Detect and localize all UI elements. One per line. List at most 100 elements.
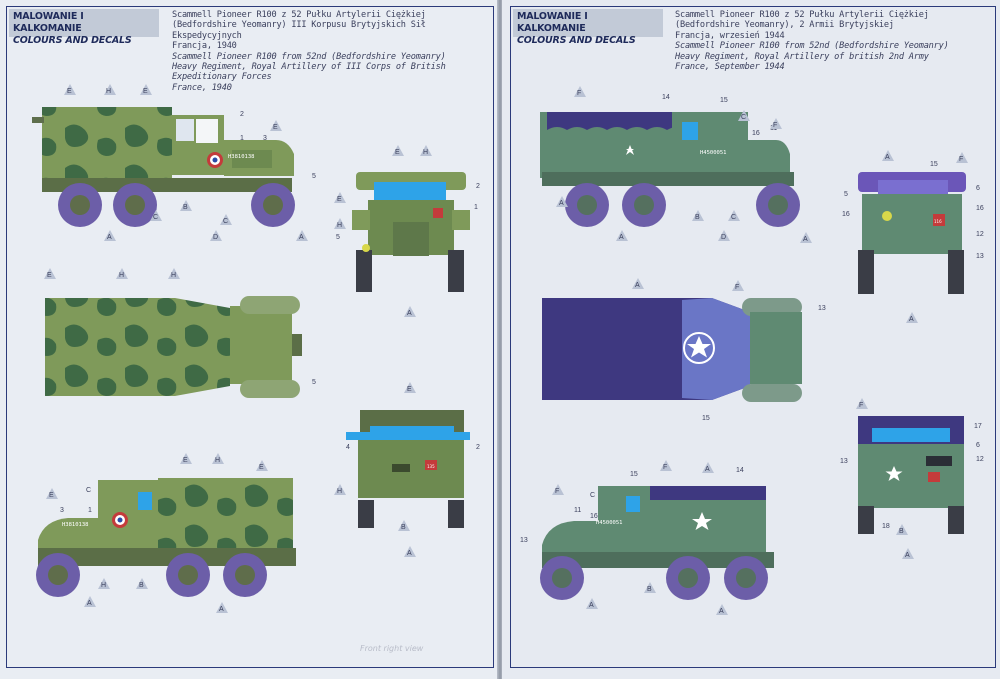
callout-15: 15 bbox=[930, 161, 938, 168]
callout-16: 16 bbox=[842, 211, 850, 218]
right-vehicle-illustrations: H4500051 116 bbox=[520, 86, 984, 615]
left-desc-pl-1: (Bedfordshire Yeomanry) III Korpusu Bryt… bbox=[172, 20, 426, 31]
right-front-plate: 116 bbox=[934, 219, 942, 224]
right-desc-en-2: France, September 1944 bbox=[675, 62, 785, 73]
left-side-view-top: H3810138 bbox=[32, 107, 295, 227]
callout-1: 1 bbox=[474, 204, 478, 211]
right-bottom-reg-number: H4500051 bbox=[596, 520, 623, 526]
callout-12: 12 bbox=[976, 456, 984, 463]
right-description: Scammell Pioneer R100 z 52 Pułku Artyler… bbox=[675, 10, 995, 72]
callout-f: F bbox=[735, 284, 739, 291]
callout-5: 5 bbox=[312, 379, 316, 386]
left-description: Scammell Pioneer R100 z 52 Pułku Artyler… bbox=[172, 10, 492, 93]
callout-b: B bbox=[899, 528, 904, 535]
callout-a: A bbox=[299, 234, 304, 241]
right-rear-view bbox=[858, 416, 964, 534]
callout-a: A bbox=[87, 600, 92, 607]
left-desc-pl-3: Francja, 1940 bbox=[172, 41, 237, 52]
right-front-view: 116 bbox=[858, 172, 966, 294]
page-fold bbox=[497, 0, 503, 679]
left-rear-plate: 135 bbox=[427, 464, 435, 469]
callout-3: 3 bbox=[263, 135, 267, 142]
right-page: MALOWANIE I KALKOMANIE COLOURS AND DECAL… bbox=[502, 0, 1000, 679]
callout-5: 5 bbox=[312, 173, 316, 180]
callout-b: B bbox=[647, 586, 652, 593]
callout-a: A bbox=[905, 552, 910, 559]
callout-f: F bbox=[959, 156, 963, 163]
callout-12: 12 bbox=[976, 231, 984, 238]
callout-2: 2 bbox=[476, 444, 480, 451]
left-header-pl: MALOWANIE I KALKOMANIE bbox=[13, 11, 84, 34]
callout-a: A bbox=[589, 602, 594, 609]
callout-h: H bbox=[119, 272, 124, 279]
right-desc-en-1: Heavy Regiment, Royal Artillery of briti… bbox=[675, 51, 929, 62]
callout-h: H bbox=[337, 488, 342, 495]
callout-h: H bbox=[423, 149, 428, 156]
callout-2: 2 bbox=[476, 183, 480, 190]
left-header-en: COLOURS AND DECALS bbox=[13, 35, 132, 46]
callout-h: H bbox=[171, 272, 176, 279]
callout-a: A bbox=[705, 466, 710, 473]
callout-e: E bbox=[183, 457, 188, 464]
callout-e: E bbox=[67, 88, 72, 95]
right-desc-pl-1: (Bedfordshire Yeomanry), 2 Armii Brytyjs… bbox=[675, 20, 894, 31]
callout-a: A bbox=[719, 608, 724, 615]
callout-13: 13 bbox=[976, 253, 984, 260]
callout-e: E bbox=[337, 196, 342, 203]
right-header-en: COLOURS AND DECALS bbox=[517, 35, 636, 46]
callout-e: E bbox=[49, 492, 54, 499]
callout-5: 5 bbox=[844, 191, 848, 198]
callout-6: 6 bbox=[976, 185, 980, 192]
callout-11: 11 bbox=[574, 507, 581, 514]
right-page-frame bbox=[510, 6, 996, 668]
left-header-box: MALOWANIE I KALKOMANIE COLOURS AND DECAL… bbox=[9, 9, 159, 46]
callout-f: F bbox=[859, 402, 863, 409]
left-desc-en-3: France, 1940 bbox=[172, 82, 232, 93]
left-top-reg-number: H3810138 bbox=[228, 154, 255, 160]
callout-15: 15 bbox=[630, 471, 638, 478]
right-side-view-top: H4500051 bbox=[540, 112, 800, 227]
callout-a: A bbox=[803, 236, 808, 243]
right-desc-pl-2: Francja, wrzesień 1944 bbox=[675, 30, 785, 41]
callout-3: 3 bbox=[60, 507, 64, 514]
callout-14: 14 bbox=[736, 467, 744, 474]
callout-c: C bbox=[741, 114, 746, 121]
left-top-view bbox=[45, 296, 302, 398]
callout-16: 16 bbox=[752, 130, 760, 137]
callout-16: 16 bbox=[976, 205, 984, 212]
callout-16: 16 bbox=[590, 513, 598, 520]
callout-15: 15 bbox=[720, 97, 728, 104]
right-callouts: F 14 15 C 16 11 F A B C D A A A 15 F 5 1… bbox=[520, 86, 984, 615]
callout-e: E bbox=[407, 386, 412, 393]
callout-6: 6 bbox=[976, 442, 980, 449]
callout-a: A bbox=[619, 234, 624, 241]
callout-f: F bbox=[555, 488, 559, 495]
callout-b: B bbox=[183, 204, 188, 211]
callout-a: A bbox=[107, 234, 112, 241]
left-bottom-reg-number: H3810138 bbox=[62, 522, 89, 528]
callout-5: 5 bbox=[336, 234, 340, 241]
callout-a: A bbox=[219, 606, 224, 613]
callout-a: A bbox=[635, 282, 640, 289]
left-desc-en-2: Expeditionary Forces bbox=[172, 72, 272, 83]
callout-a: A bbox=[559, 200, 564, 207]
callout-13: 13 bbox=[818, 305, 826, 312]
callout-f: F bbox=[577, 90, 581, 97]
callout-c: C bbox=[590, 492, 595, 499]
callout-h: H bbox=[215, 457, 220, 464]
callout-2: 2 bbox=[240, 111, 244, 118]
callout-h: H bbox=[337, 222, 342, 229]
left-side-view-bottom: H3810138 bbox=[36, 478, 296, 597]
callout-4: 4 bbox=[346, 444, 350, 451]
callout-1: 1 bbox=[88, 507, 92, 514]
left-front-view bbox=[352, 172, 470, 292]
callout-c: C bbox=[86, 487, 91, 494]
right-top-view bbox=[542, 298, 802, 402]
callout-f: F bbox=[663, 464, 667, 471]
left-page: MALOWANIE I KALKOMANIE COLOURS AND DECAL… bbox=[0, 0, 498, 679]
left-vehicle-illustrations: H3810138 bbox=[32, 84, 480, 613]
callout-a: A bbox=[909, 316, 914, 323]
right-desc-pl-0: Scammell Pioneer R100 z 52 Pułku Artyler… bbox=[675, 10, 929, 20]
callout-e: E bbox=[273, 124, 278, 131]
left-page-frame bbox=[6, 6, 494, 668]
